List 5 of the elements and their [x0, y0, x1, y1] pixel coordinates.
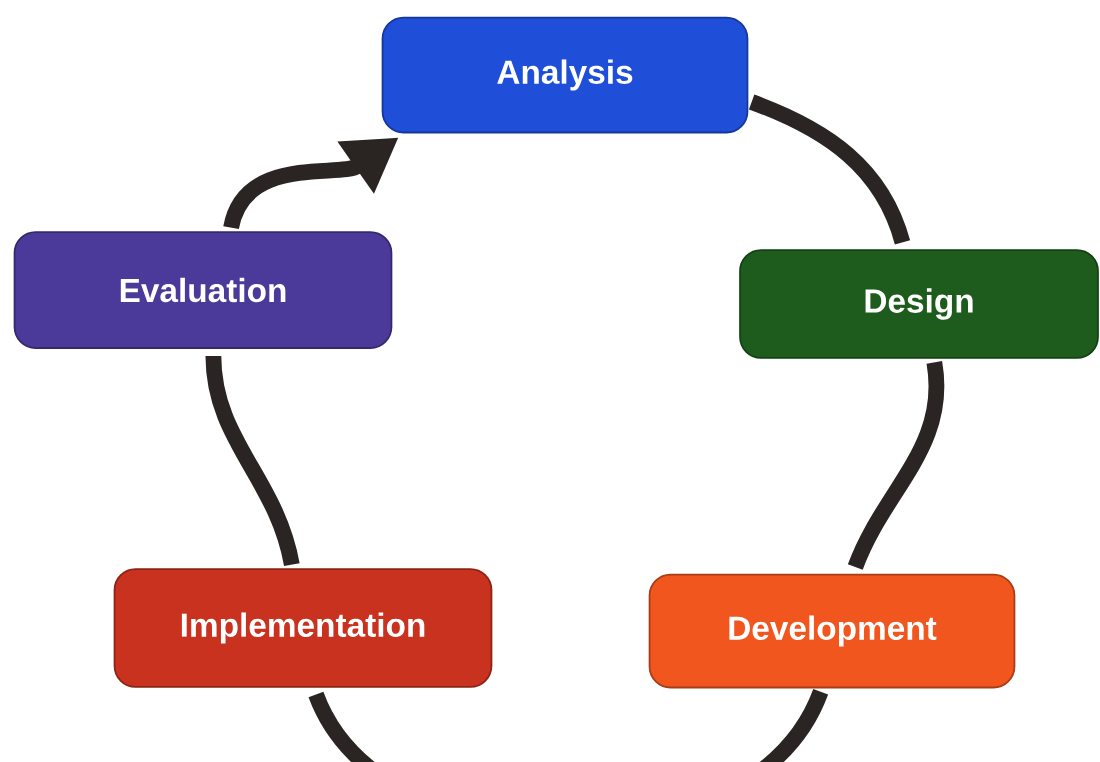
process-box: Design	[739, 249, 1099, 359]
process-box: Implementation	[113, 568, 493, 688]
process-box: Evaluation	[13, 231, 393, 349]
process-box: Development	[648, 573, 1016, 689]
process-box: Analysis	[381, 16, 749, 134]
